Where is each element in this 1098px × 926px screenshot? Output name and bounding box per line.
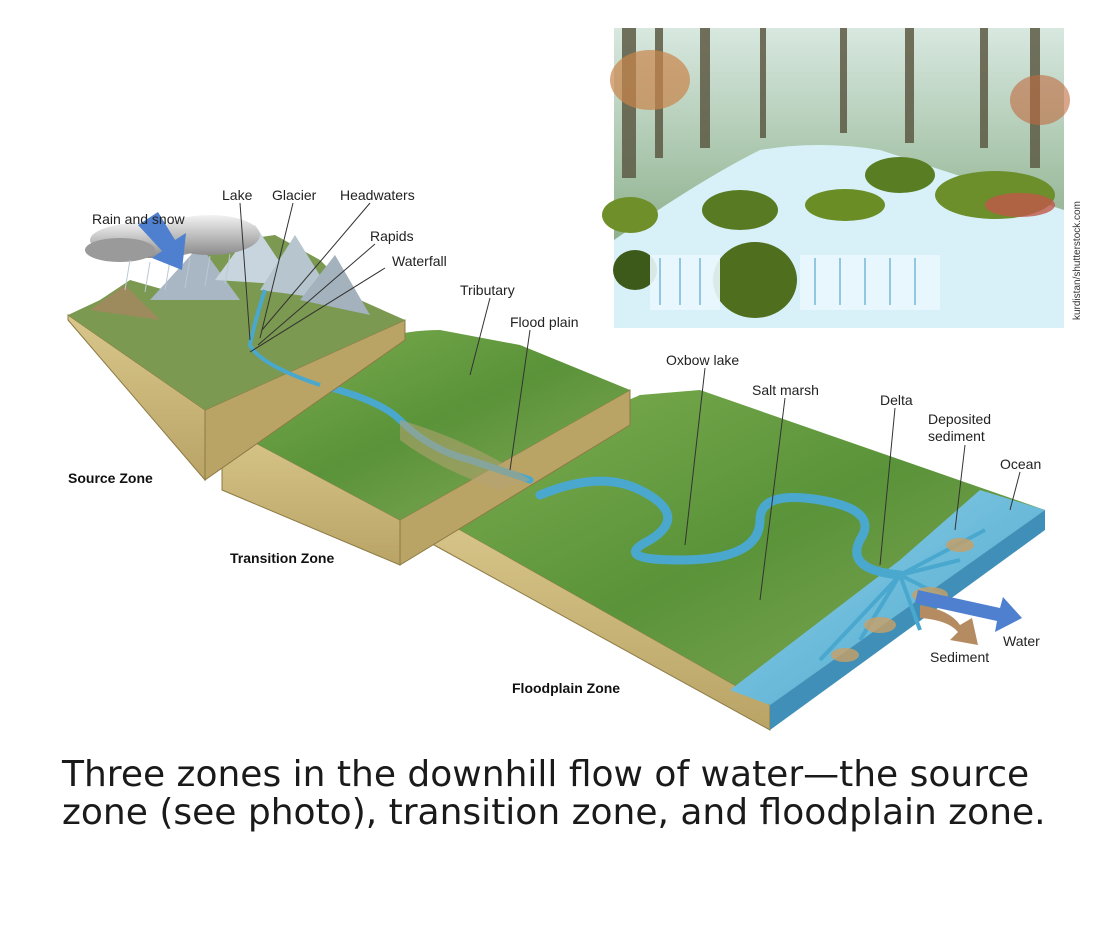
label-source-zone: Source Zone bbox=[68, 470, 153, 486]
mountain-peaks bbox=[90, 225, 370, 320]
label-sediment: Sediment bbox=[930, 649, 989, 665]
ocean-side bbox=[770, 510, 1045, 730]
waterfalls bbox=[650, 255, 940, 310]
label-flood-plain: Flood plain bbox=[510, 314, 579, 330]
label-lake: Lake bbox=[222, 187, 253, 203]
label-deposited-sediment-2: sediment bbox=[928, 428, 985, 444]
diagram-labels: Rain and snow Lake Glacier Headwaters Ra… bbox=[68, 187, 1041, 696]
label-delta: Delta bbox=[880, 392, 913, 408]
label-transition-zone: Transition Zone bbox=[230, 550, 334, 566]
figure-caption: Three zones in the downhill flow of wate… bbox=[62, 754, 1046, 833]
mossy-rocks bbox=[602, 157, 1055, 318]
label-water: Water bbox=[1003, 633, 1040, 649]
label-waterfall: Waterfall bbox=[392, 253, 447, 269]
photo-credit: kurdistan/shutterstock.com bbox=[1072, 201, 1083, 320]
label-headwaters: Headwaters bbox=[340, 187, 415, 203]
source-stream bbox=[247, 289, 321, 387]
source-block bbox=[67, 225, 406, 482]
label-ocean: Ocean bbox=[1000, 456, 1041, 472]
floodplain-block bbox=[424, 390, 1045, 731]
label-deposited-sediment-1: Deposited bbox=[928, 411, 991, 427]
label-rain-and-snow: Rain and snow bbox=[92, 211, 186, 227]
floodplain-river bbox=[535, 476, 905, 580]
label-salt-marsh: Salt marsh bbox=[752, 382, 819, 398]
water-arrow bbox=[915, 590, 1022, 632]
label-oxbow-lake: Oxbow lake bbox=[666, 352, 739, 368]
label-glacier: Glacier bbox=[272, 187, 317, 203]
sediment-arrow bbox=[920, 605, 978, 645]
label-floodplain-zone: Floodplain Zone bbox=[512, 680, 620, 696]
leader-lines bbox=[239, 202, 1021, 601]
rain-arrow bbox=[138, 212, 186, 270]
label-tributary: Tributary bbox=[460, 282, 515, 298]
stream-photo: kurdistan/shutterstock.com bbox=[602, 28, 1083, 328]
label-rapids: Rapids bbox=[370, 228, 414, 244]
